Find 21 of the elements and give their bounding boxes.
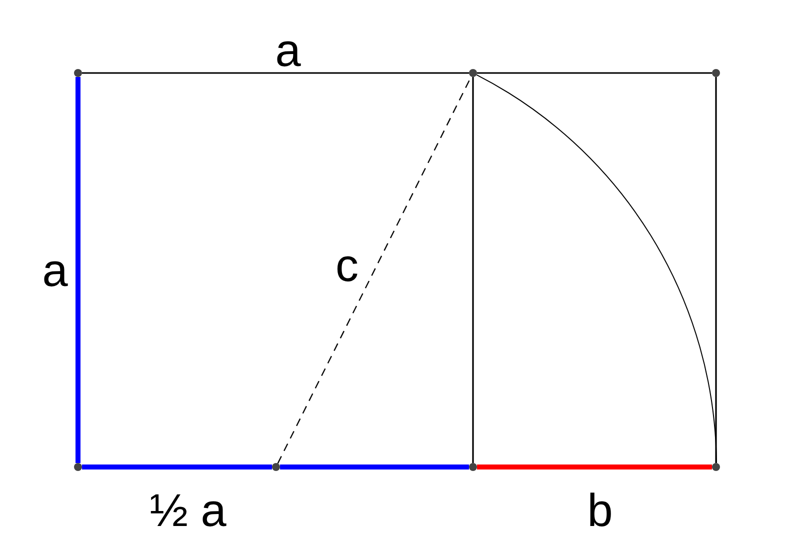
edge-label: b <box>587 487 613 533</box>
point-dot <box>712 463 720 471</box>
line-segment <box>82 72 469 74</box>
point-dot <box>469 69 477 77</box>
point-dot <box>469 463 477 471</box>
line-segment <box>280 464 469 470</box>
line-segment <box>76 77 80 463</box>
edge-label: a <box>275 27 301 73</box>
point-dot <box>74 69 82 77</box>
line-segment <box>82 464 272 470</box>
point-dot <box>74 463 82 471</box>
line-segment <box>715 77 717 463</box>
point-dot <box>712 69 720 77</box>
edge-label: c <box>336 242 358 288</box>
line-segment <box>477 464 712 470</box>
arc-line <box>476 74 717 464</box>
point-dot <box>272 463 280 471</box>
edge-label: a <box>42 247 68 293</box>
line-segment <box>477 72 712 74</box>
line-segment <box>472 77 474 463</box>
edge-label: ½ a <box>150 487 226 533</box>
